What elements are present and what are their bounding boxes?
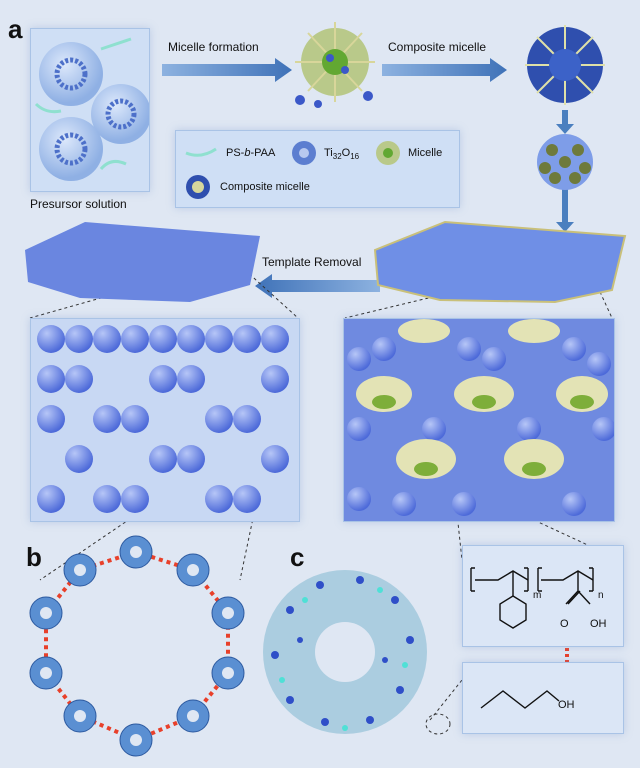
precursor-solution-label: Presursor solution (30, 197, 127, 211)
legend-ps-b-paa: PS-b-PAA (226, 147, 276, 159)
legend-micelle: Micelle (408, 147, 443, 159)
micelle-tufts (356, 319, 608, 479)
legend-box: PS-b-PAA Ti32O16 Micelle Composite micel… (175, 130, 460, 208)
composite-micelle-step-label: Composite micelle (388, 40, 487, 54)
polymer-chain (99, 159, 127, 171)
hydroxyl-oh-label: OH (558, 699, 575, 711)
ps-b-paa-icon (185, 147, 217, 157)
panel-label-a: a (8, 14, 23, 44)
arrow-template-removal (255, 274, 380, 298)
precursor-solution-box (30, 28, 150, 192)
arrow-micelle-formation (162, 58, 292, 82)
micelle-formation-label: Micelle formation (168, 40, 259, 54)
arrow-down-1 (556, 110, 574, 134)
panel-label-c: c (290, 542, 305, 572)
panel-e-box: OH (462, 662, 624, 734)
panel-label-b: b (26, 542, 42, 572)
polymer-chain (34, 102, 62, 114)
ps-b-paa-structure (470, 567, 594, 629)
subscript-n: n (598, 590, 604, 601)
ti-cluster-sphere (91, 84, 149, 144)
carboxyl-oh-label: OH (590, 618, 607, 630)
polymer-chain (100, 37, 132, 51)
arrow-down-2 (556, 188, 574, 232)
arrow-composite-micelle (382, 58, 507, 82)
composite-framework-illustration (344, 319, 614, 521)
porous-framework-illustration (37, 325, 289, 513)
template-removal-label: Template Removal (262, 255, 362, 269)
zoom-box-template-removed (30, 318, 300, 522)
subscript-m: m (533, 590, 542, 601)
carbonyl-o-label: O (560, 618, 569, 630)
legend-composite-micelle: Composite micelle (220, 181, 310, 193)
legend-ti-cluster: Ti32O16 (324, 147, 360, 162)
ti-cluster-sphere (39, 42, 103, 106)
precursor-solution-illustration (34, 37, 149, 181)
ti-cluster-sphere (39, 117, 103, 181)
propanol-structure (480, 690, 560, 709)
zoom-box-composite (343, 318, 615, 522)
panel-d-box: m n O OH (462, 545, 624, 647)
legend-icons (185, 141, 400, 199)
